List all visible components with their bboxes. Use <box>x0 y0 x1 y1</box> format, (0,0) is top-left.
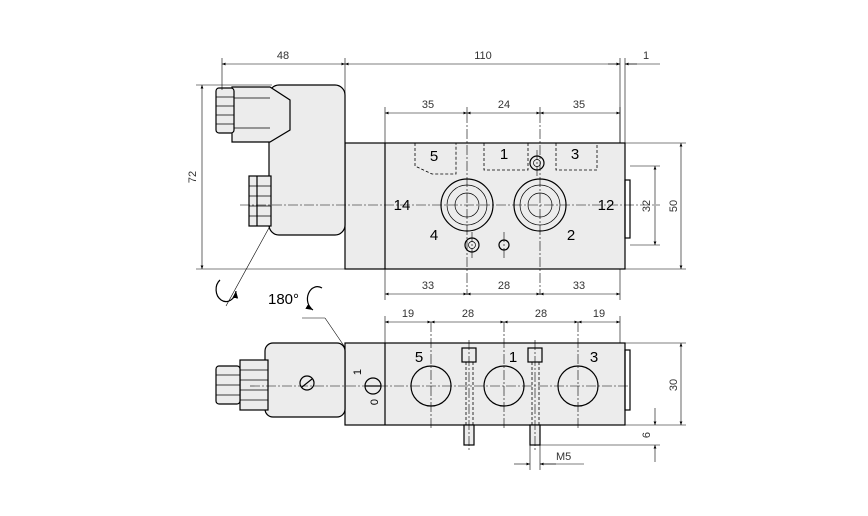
dim-19-left: 19 <box>402 308 414 320</box>
port-label-12: 12 <box>598 197 615 214</box>
switch-on-label: 1 <box>352 369 364 375</box>
side-port-label-5: 5 <box>415 349 423 366</box>
port-label-2: 2 <box>567 227 575 244</box>
dim-72: 72 <box>187 171 199 183</box>
dim-33-right: 33 <box>573 280 585 292</box>
port-label-5: 5 <box>430 148 438 165</box>
dim-28-bottom: 28 <box>498 280 510 292</box>
dim-33-left: 33 <box>422 280 434 292</box>
dim-m5: M5 <box>556 451 571 463</box>
side-view: 1 0 5 1 3 19 28 28 19 <box>215 308 686 470</box>
port-label-1: 1 <box>500 146 508 163</box>
dim-35-left: 35 <box>422 99 434 111</box>
port-label-14: 14 <box>394 197 411 214</box>
dim-19-right: 19 <box>593 308 605 320</box>
rotate-arrow-icon-2 <box>305 286 323 311</box>
side-port-label-1: 1 <box>509 349 517 366</box>
dim-6: 6 <box>641 432 653 438</box>
connector-plug <box>231 86 291 143</box>
dim-24: 24 <box>498 99 510 111</box>
dim-48: 48 <box>277 50 289 62</box>
rotation-label: 180° <box>268 291 299 308</box>
dim-28-left: 28 <box>462 308 474 320</box>
dim-35-right: 35 <box>573 99 585 111</box>
switch-off-label: 0 <box>369 399 381 405</box>
port-label-4: 4 <box>430 227 438 244</box>
dim-50: 50 <box>668 200 680 212</box>
dim-30: 30 <box>668 379 680 391</box>
rotate-arrow-icon <box>215 279 239 303</box>
top-view: 5 1 3 14 12 4 2 48 110 1 72 35 24 3 <box>187 50 686 363</box>
dim-110: 110 <box>474 50 492 62</box>
side-port-label-3: 3 <box>590 349 598 366</box>
dim-32: 32 <box>641 200 653 212</box>
dim-28-right: 28 <box>535 308 547 320</box>
dim-1: 1 <box>643 50 649 62</box>
port-label-3: 3 <box>571 146 579 163</box>
